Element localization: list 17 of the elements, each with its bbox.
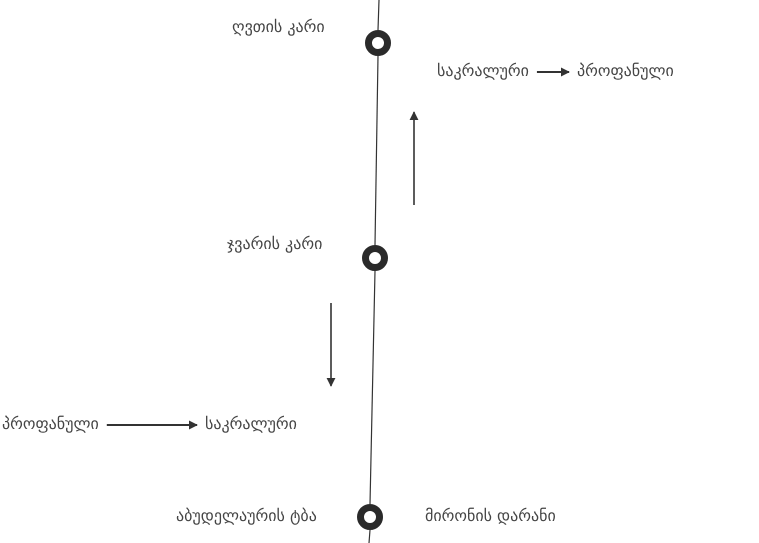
place-label: ღვთის კარი	[232, 16, 325, 38]
axis-line	[374, 56, 379, 245]
axis-line	[369, 270, 376, 504]
term-label: პროფანული	[2, 413, 99, 435]
place-label: მირონის დარანი	[425, 505, 556, 527]
ring-marker	[365, 30, 391, 56]
arrow	[536, 68, 570, 76]
term-label: საკრალური	[437, 60, 529, 82]
arrow	[106, 420, 198, 430]
place-label: ჯვარის კარი	[227, 233, 322, 255]
ring-marker	[357, 504, 383, 530]
term-label: პროფანული	[577, 60, 674, 82]
term-label: საკრალური	[205, 413, 297, 435]
axis-line	[377, 0, 380, 30]
axis-line	[368, 530, 371, 543]
ring-marker	[362, 245, 388, 271]
place-label: აბუდელაურის ტბა	[176, 505, 317, 527]
